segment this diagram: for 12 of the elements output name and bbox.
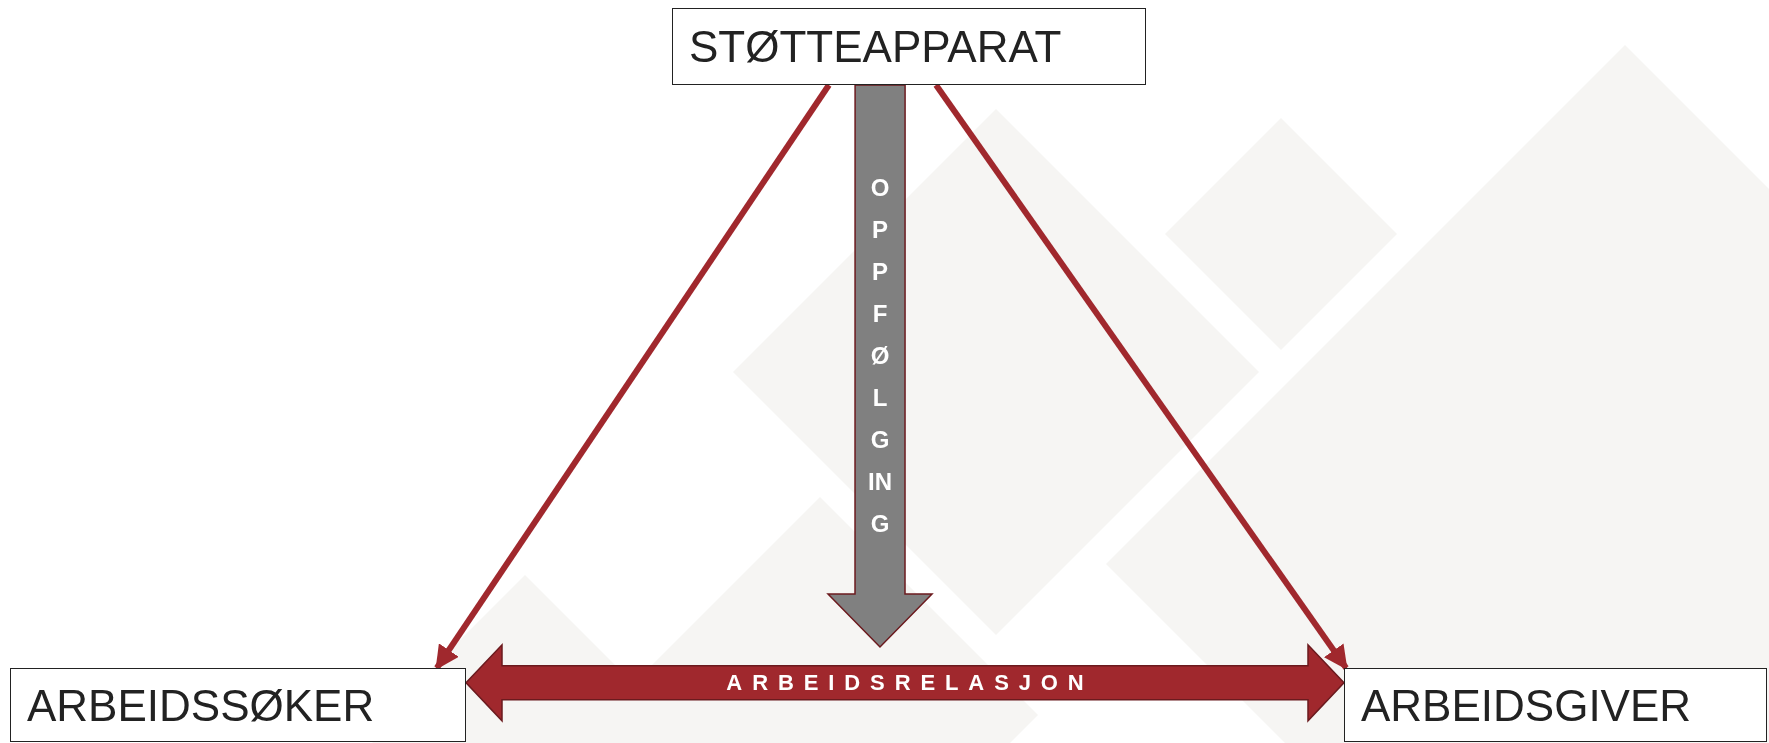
text-box [1344, 668, 1767, 742]
edge-label: ARBEIDSRELASJON [726, 671, 1094, 694]
block-arrow [826, 84, 934, 649]
box-label: STØTTEAPPARAT [689, 21, 1063, 73]
text-box [672, 8, 1146, 85]
arrow [434, 83, 832, 670]
text-box [10, 668, 466, 742]
edge-label: OPPFØLGING [868, 173, 893, 539]
box-label: ARBEIDSGIVER [1361, 679, 1693, 732]
arrow [933, 83, 1349, 670]
box-label: ARBEIDSSØKER [27, 679, 376, 732]
block-arrow [464, 642, 1346, 723]
